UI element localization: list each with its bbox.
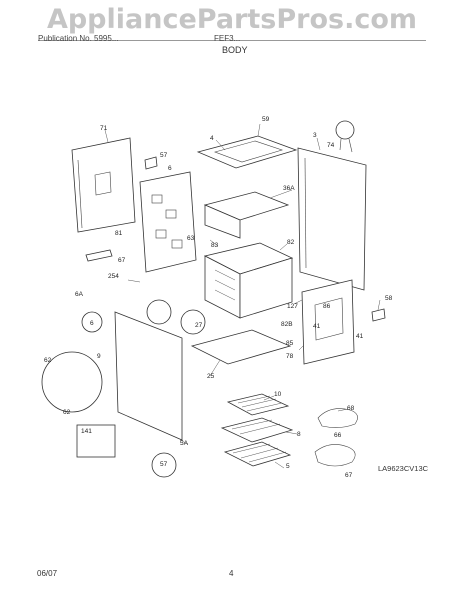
label-8: 8 [297, 431, 301, 438]
detail-circle-62 [41, 351, 103, 413]
label-67: 67 [118, 257, 126, 264]
footer-date: 06/07 [37, 569, 58, 578]
label-141: 141 [81, 428, 92, 435]
oven-rack-lower [223, 441, 292, 467]
label-86: 86 [323, 303, 331, 310]
top-panel [196, 135, 298, 169]
label-6: 6 [168, 165, 172, 172]
label-254: 254 [108, 273, 119, 280]
detail-box-141 [76, 424, 116, 458]
detail-circle-27 [180, 309, 206, 335]
detail-circle-6a [81, 311, 103, 333]
label-41: 41 [313, 323, 321, 330]
label-27: 27 [195, 322, 203, 329]
label-58: 58 [385, 295, 393, 302]
watermark: AppliancePartsPros.com [46, 4, 418, 35]
label-6-circle: 6 [90, 320, 94, 327]
cavity-top [203, 191, 290, 239]
bake-element [317, 408, 358, 428]
label-68: 68 [347, 405, 355, 412]
label-25: 25 [207, 373, 215, 380]
header-rule [38, 40, 426, 41]
part-58 [371, 308, 386, 322]
label-85: 85 [286, 340, 294, 347]
label-82b: 82B [281, 321, 293, 328]
bottom-panel [190, 329, 292, 365]
leader-lines [104, 123, 381, 469]
label-63: 63 [187, 235, 195, 242]
label-57-circle: 57 [160, 461, 168, 468]
label-5a: 5A [180, 440, 189, 447]
label-6a: 6A [75, 291, 84, 298]
oven-rack-upper [220, 417, 294, 443]
publication-number: Publication No. 5995... [38, 34, 119, 43]
label-62-lower: 62 [63, 409, 71, 416]
label-41-right: 41 [356, 333, 364, 340]
diagram-reference: LA9623CV13C [378, 464, 429, 473]
bracket-57 [144, 156, 158, 170]
label-71: 71 [100, 125, 108, 132]
label-36a: 36A [283, 185, 295, 192]
detail-circle-83 [146, 299, 172, 325]
label-81: 81 [115, 230, 123, 237]
label-59: 59 [262, 116, 270, 123]
part-labels: 59 71 57 4 3 74 6 36A 81 67 63 83 82 254… [44, 116, 393, 479]
left-side-panel [114, 311, 183, 441]
model-number: FEF3... [214, 34, 241, 43]
label-10: 10 [274, 391, 282, 398]
detail-circle-57 [151, 452, 177, 478]
rear-panel [71, 137, 136, 233]
label-74: 74 [327, 142, 335, 149]
broil-element [314, 444, 356, 467]
light-bulb [335, 120, 355, 153]
bracket-67 [85, 249, 113, 262]
label-78: 78 [286, 353, 294, 360]
label-62: 62 [44, 357, 52, 364]
label-3: 3 [313, 132, 317, 139]
oven-door [301, 279, 355, 365]
back-wall [139, 171, 197, 273]
label-57: 57 [160, 152, 168, 159]
oven-cavity [203, 242, 294, 319]
section-title: BODY [222, 45, 248, 55]
label-9: 9 [97, 353, 101, 360]
right-side-panel [297, 147, 367, 291]
page-number: 4 [229, 569, 234, 578]
label-67-element: 67 [345, 472, 353, 479]
label-82: 82 [287, 239, 295, 246]
label-4: 4 [210, 135, 214, 142]
label-5: 5 [286, 463, 290, 470]
label-83: 83 [211, 242, 219, 249]
label-127: 127 [287, 303, 298, 310]
broil-pan [226, 393, 290, 416]
label-66: 66 [334, 432, 342, 439]
